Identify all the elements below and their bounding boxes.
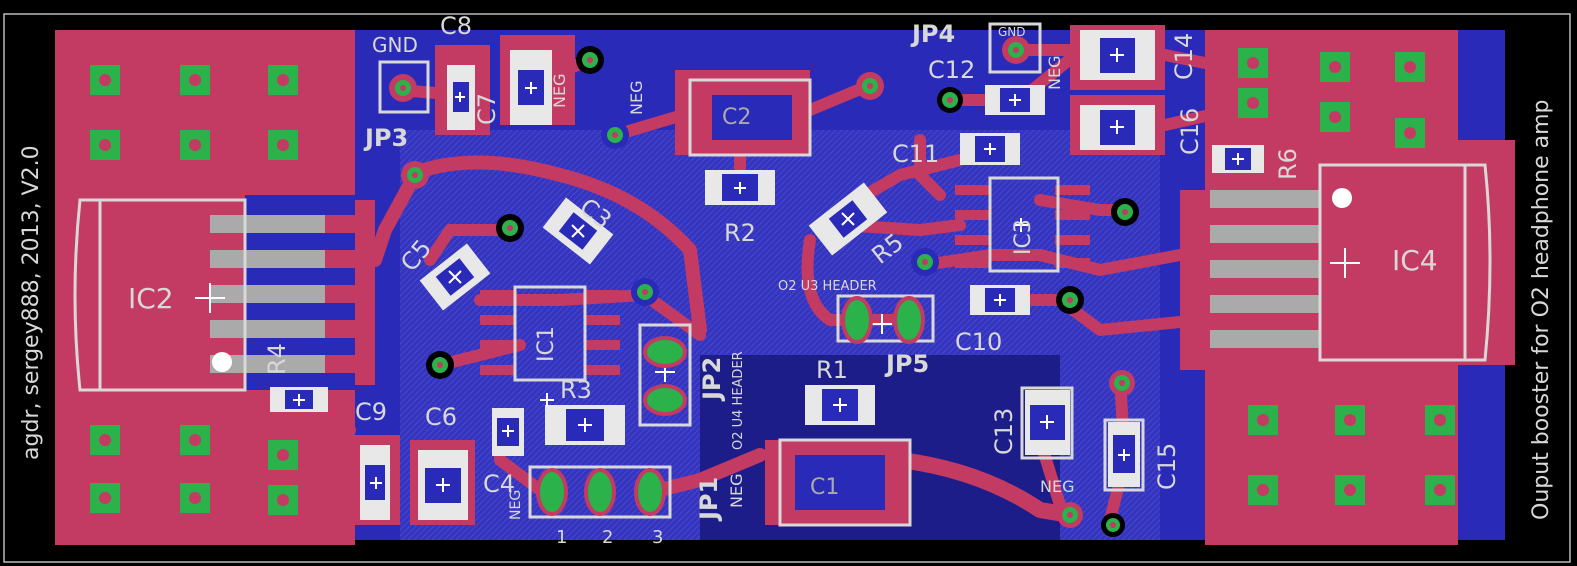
- square-pad-holes: [99, 57, 1446, 506]
- label-neg-jp1: NEG: [727, 474, 746, 508]
- label-jp3: JP3: [363, 124, 408, 152]
- label-pin-1: 1: [556, 527, 567, 548]
- label-neg-mid: NEG: [627, 81, 646, 115]
- label-ic3: IC3: [1011, 219, 1036, 255]
- label-r4: R4: [263, 343, 291, 375]
- label-neg-c12: NEG: [1045, 56, 1064, 90]
- label-c10: C10: [955, 328, 1002, 356]
- label-c2: C2: [722, 105, 751, 130]
- label-neg-c15: NEG: [1040, 477, 1074, 496]
- label-o2-u3-header: O2 U3 HEADER: [778, 279, 877, 294]
- label-c8: C8: [440, 12, 472, 40]
- ic-pads: [325, 185, 1210, 375]
- label-o2-u4-header: O2 U4 HEADER: [731, 351, 746, 450]
- label-jp4: JP4: [910, 20, 955, 48]
- jumper-pads: [536, 296, 925, 516]
- label-ic4: IC4: [1392, 244, 1438, 277]
- label-c1: C1: [810, 475, 839, 500]
- vias: [212, 36, 1352, 537]
- label-neg-c7: NEG: [550, 74, 569, 108]
- side-text-right: Ouput booster for O2 headphone amp: [1529, 99, 1554, 520]
- label-jp2: JP2: [698, 357, 726, 402]
- label-r1: R1: [816, 356, 848, 384]
- square-pads: [90, 48, 1455, 515]
- label-c9: C9: [355, 398, 387, 426]
- label-r6: R6: [1274, 148, 1302, 180]
- label-pin-2: 2: [602, 527, 613, 548]
- label-c14: C14: [1170, 33, 1198, 80]
- label-ic2: IC2: [128, 282, 174, 315]
- label-c13: C13: [990, 408, 1018, 455]
- label-c11: C11: [892, 140, 939, 168]
- silkscreen-outlines: [73, 22, 1492, 527]
- label-gnd-jp4: GND: [998, 25, 1026, 39]
- ic4-pins: [1180, 190, 1320, 348]
- label-c4: C4: [483, 470, 515, 498]
- label-c12: C12: [928, 56, 975, 84]
- label-neg-c4: NEG: [508, 490, 524, 520]
- side-text-left: agdr, sergey888, 2013, V2.0: [19, 145, 44, 460]
- label-r3: R3: [560, 376, 592, 404]
- label-jp1: JP1: [695, 477, 723, 522]
- label-r2: R2: [724, 219, 756, 247]
- label-jp5: JP5: [884, 350, 929, 378]
- label-ic1: IC1: [534, 326, 559, 362]
- label-c15: C15: [1153, 443, 1181, 490]
- label-gnd-jp3: GND: [372, 33, 418, 57]
- label-pin-3: 3: [652, 527, 663, 548]
- label-c16: C16: [1176, 108, 1204, 155]
- label-c6: C6: [425, 403, 457, 431]
- label-c7: C7: [473, 93, 501, 125]
